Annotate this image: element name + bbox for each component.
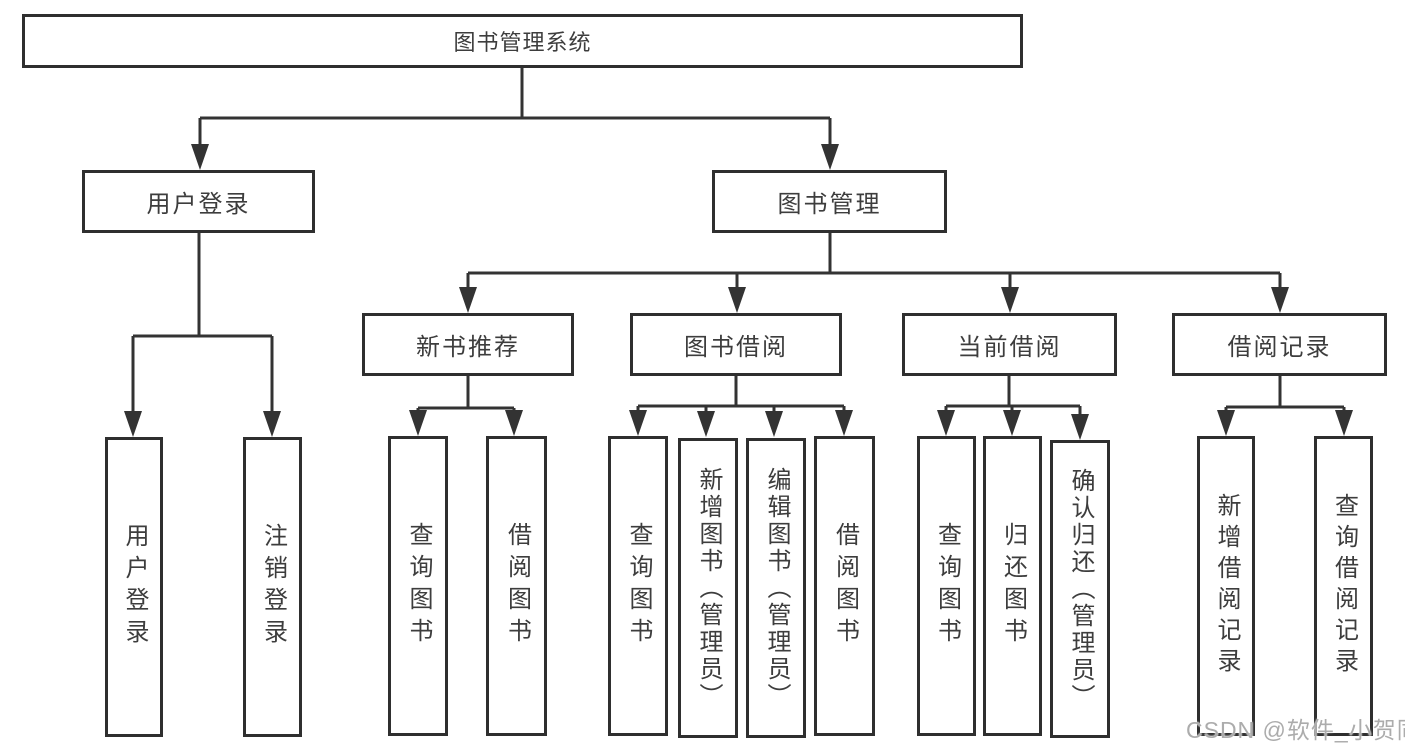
node-cb-return-books: 归还图书 xyxy=(983,436,1042,736)
node-bb-edit-books-admin: 编辑图书（管理员） xyxy=(746,438,806,738)
node-borrowing-records: 借阅记录 xyxy=(1172,313,1387,376)
node-cb-confirm-return-admin: 确认归还（管理员） xyxy=(1050,440,1110,738)
node-book-management: 图书管理 xyxy=(712,170,947,233)
node-nb-borrow-books: 借阅图书 xyxy=(486,436,547,736)
node-logout-action: 注销登录 xyxy=(243,437,302,737)
node-cb-query-books: 查询图书 xyxy=(917,436,976,736)
node-book-borrowing: 图书借阅 xyxy=(630,313,842,376)
node-br-query-record: 查询借阅记录 xyxy=(1314,436,1373,736)
node-current-borrowing: 当前借阅 xyxy=(902,313,1117,376)
node-new-book-recommendation: 新书推荐 xyxy=(362,313,574,376)
node-bb-borrow-books: 借阅图书 xyxy=(814,436,875,736)
csdn-watermark: CSDN @软件_小贺同学 xyxy=(1186,717,1405,743)
node-bb-query-books: 查询图书 xyxy=(608,436,668,736)
node-user-login-action: 用户登录 xyxy=(105,437,163,737)
node-nb-query-books: 查询图书 xyxy=(388,436,448,736)
node-br-add-record: 新增借阅记录 xyxy=(1197,436,1255,736)
node-user-login: 用户登录 xyxy=(82,170,315,233)
arrowheads xyxy=(124,144,1353,440)
node-library-management-system: 图书管理系统 xyxy=(22,14,1023,68)
connector-lines xyxy=(131,68,1346,422)
node-bb-add-books-admin: 新增图书（管理员） xyxy=(678,438,738,738)
